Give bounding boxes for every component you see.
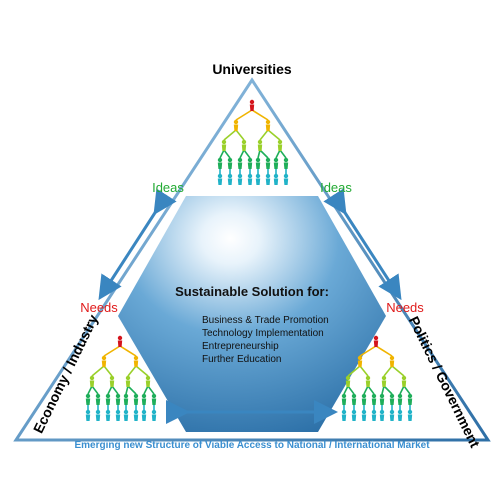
- bottom-caption: Emerging new Structure of Viable Access …: [74, 440, 430, 451]
- label-ideas-right: Ideas: [320, 180, 352, 195]
- center-title: Sustainable Solution for:: [175, 284, 329, 299]
- org-tree-icon: [85, 335, 157, 421]
- org-tree-icon: [341, 335, 413, 421]
- central-hexagon: [118, 196, 386, 432]
- label-universities: Universities: [212, 61, 292, 77]
- label-needs-right: Needs: [386, 300, 424, 315]
- label-needs-left: Needs: [80, 300, 118, 315]
- center-item: Business & Trade Promotion: [202, 315, 329, 326]
- org-tree-icon: [217, 99, 289, 185]
- arrow-left-edge: [98, 188, 177, 301]
- center-item: Further Education: [202, 354, 282, 365]
- arrow-right-edge: [323, 188, 402, 301]
- center-item: Technology Implementation: [202, 328, 324, 339]
- label-ideas-left: Ideas: [152, 180, 184, 195]
- center-item: Entrepreneurship: [202, 341, 279, 352]
